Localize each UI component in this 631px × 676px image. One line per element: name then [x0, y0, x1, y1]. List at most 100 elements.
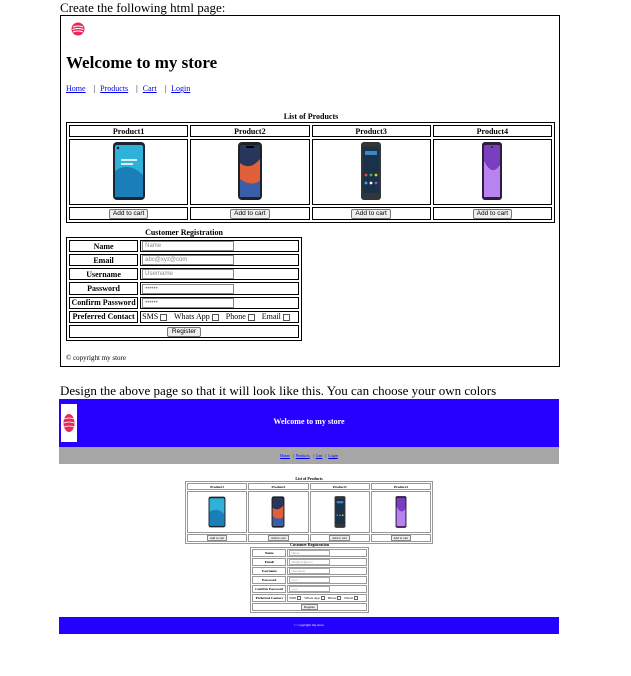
email-checkbox[interactable] — [353, 596, 358, 601]
product-name: Product4 — [432, 125, 552, 137]
name-input[interactable]: Name — [289, 550, 331, 556]
iphone-icon — [271, 495, 285, 528]
email-input[interactable]: abc@xyz@com — [142, 255, 235, 266]
register-button[interactable]: Register — [166, 326, 202, 337]
product-name: Product4 — [370, 483, 431, 490]
field-label: Preferred Contact — [252, 594, 287, 602]
product-name: Product1 — [187, 483, 248, 490]
add-to-cart-button[interactable]: Add to cart — [108, 209, 149, 219]
add-to-cart-button[interactable]: Add to cart — [206, 535, 228, 541]
nav-home-link[interactable]: Home — [66, 84, 86, 93]
products-caption: List of Products — [295, 476, 323, 481]
field-label: Username — [252, 567, 287, 575]
product-image-cell — [69, 139, 189, 205]
product-image-cell — [187, 491, 248, 533]
field-label: Password — [252, 576, 287, 584]
password-input[interactable]: •••••• — [142, 283, 235, 294]
nav-login-link[interactable]: Login — [171, 84, 191, 93]
phone-checkbox[interactable] — [337, 596, 342, 601]
field-label: Password — [69, 282, 139, 295]
android-phone-icon — [334, 495, 346, 528]
register-button[interactable]: Register — [300, 604, 319, 610]
contact-option-label: Phone — [225, 312, 246, 322]
add-to-cart-button[interactable]: Add to cart — [268, 535, 289, 541]
username-input[interactable]: Username — [142, 269, 235, 280]
nav-home-link[interactable]: Home — [280, 453, 290, 458]
nav-products-link[interactable]: Products — [100, 84, 129, 93]
contact-option-label: SMS — [142, 312, 159, 322]
contact-option-label: Whats App — [174, 312, 210, 322]
product-button-cell: Add to cart — [432, 207, 552, 220]
username-input[interactable]: Username — [289, 568, 331, 574]
product-image-cell — [432, 139, 552, 205]
field-label: Name — [69, 240, 139, 253]
nav-cart-link[interactable]: Cart — [142, 84, 157, 93]
nav-login-link[interactable]: Login — [328, 453, 338, 458]
android-phone-icon — [361, 142, 382, 200]
sms-checkbox[interactable] — [160, 313, 168, 321]
oneplus-phone-icon — [112, 142, 145, 200]
nav-products-link[interactable]: Products — [295, 453, 310, 458]
header-bar: Welcome to my store — [59, 399, 559, 447]
confirm-password-input[interactable]: •••••• — [289, 586, 331, 592]
field-label: Confirm Password — [252, 585, 287, 593]
email-input[interactable]: abc@xyz@com — [289, 559, 331, 565]
product-button-cell: Add to cart — [190, 207, 310, 220]
field-label: Name — [252, 549, 287, 557]
designed-page-frame: Welcome to my store Home|Products|Cart|L… — [59, 399, 559, 636]
add-to-cart-button[interactable]: Add to cart — [351, 209, 391, 219]
contact-option-label: Phone — [327, 595, 337, 600]
product-button-cell: Add to cart — [309, 534, 370, 542]
product-button-cell: Add to cart — [187, 534, 248, 542]
email-checkbox[interactable] — [282, 313, 290, 321]
field-label: Email — [252, 558, 287, 566]
whatsapp-checkbox[interactable] — [320, 596, 325, 601]
original-page-frame: Welcome to my store Home|Products|Cart|L… — [60, 15, 560, 367]
product-image-cell — [190, 139, 310, 205]
product-button-cell: Add to cart — [370, 534, 431, 542]
products-table: Product1 Product2 Product3 Product4 — [66, 122, 555, 223]
product-image-cell — [309, 491, 370, 533]
field-label: Email — [69, 254, 139, 267]
password-input[interactable]: •••••• — [289, 577, 331, 583]
whatsapp-checkbox[interactable] — [211, 313, 219, 321]
product-button-cell: Add to cart — [248, 534, 309, 542]
add-to-cart-button[interactable]: Add to cart — [230, 209, 270, 219]
product-image-cell — [248, 491, 309, 533]
add-to-cart-button[interactable]: Add to cart — [390, 535, 412, 541]
product-name: Product1 — [69, 125, 189, 137]
instruction-design: Design the above page so that it will lo… — [60, 383, 497, 398]
product-name: Product3 — [311, 125, 431, 137]
copyright-text: © copyright my store — [66, 354, 126, 362]
sms-checkbox[interactable] — [297, 596, 302, 601]
purple-phone-icon — [395, 495, 407, 528]
contact-option-label: Email — [344, 595, 353, 600]
oneplus-phone-icon — [208, 496, 226, 527]
product-button-cell: Add to cart — [311, 207, 431, 220]
name-input[interactable]: Name — [142, 241, 235, 252]
page-title: Welcome to my store — [66, 53, 218, 72]
nav-bar: Home|Products|Cart|Login — [66, 84, 191, 93]
product-name: Product3 — [309, 483, 370, 490]
field-label: Confirm Password — [69, 296, 139, 309]
page-title: Welcome to my store — [273, 417, 345, 426]
registration-caption: Customer Registration — [145, 228, 223, 237]
product-name: Product2 — [190, 125, 310, 137]
products-table: Product1 Product2 Product3 Product4 Add … — [185, 481, 433, 544]
product-name: Product2 — [248, 483, 309, 490]
registration-caption: Customer Registration — [290, 542, 329, 547]
footer-bar: © copyright my store — [59, 617, 559, 634]
instruction-create: Create the following html page: — [60, 0, 226, 15]
add-to-cart-button[interactable]: Add to cart — [329, 535, 350, 541]
add-to-cart-button[interactable]: Add to cart — [472, 209, 513, 219]
iphone-icon — [237, 142, 262, 200]
confirm-password-input[interactable]: •••••• — [142, 297, 235, 308]
nav-cart-link[interactable]: Cart — [315, 453, 323, 458]
phone-checkbox[interactable] — [247, 313, 255, 321]
product-image-cell — [370, 491, 431, 533]
store-logo-icon — [71, 22, 85, 41]
contact-option-label: Whats App — [304, 595, 320, 600]
contact-option-label: SMS — [289, 595, 297, 600]
